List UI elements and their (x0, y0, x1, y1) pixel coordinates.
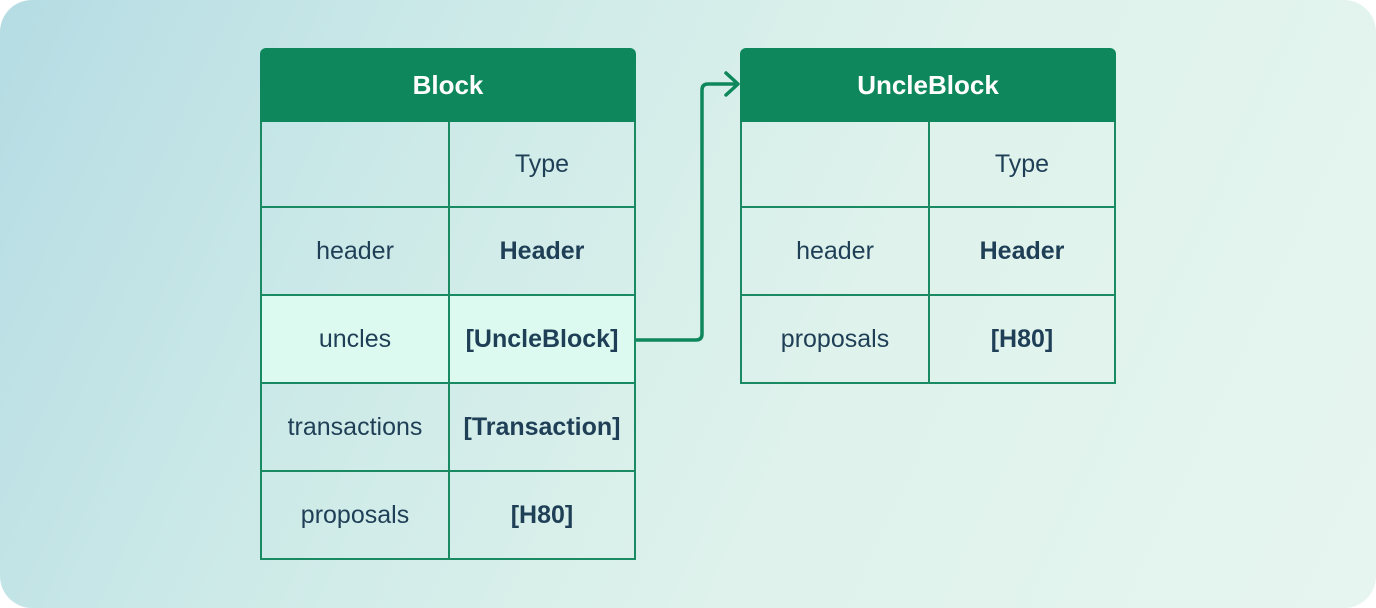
uncle-block-table-row-header: header Header (740, 208, 1116, 296)
block-table-title: Block (260, 48, 636, 122)
block-table-row-header: header Header (260, 208, 636, 296)
field-name: header (742, 208, 930, 294)
field-type: [H80] (450, 472, 636, 558)
uncle-block-table-title: UncleBlock (740, 48, 1116, 122)
uncle-block-table-type-header: Type (930, 122, 1116, 206)
field-type: [Transaction] (450, 384, 636, 470)
block-table-column-header-row: Type (260, 122, 636, 208)
block-table-type-header: Type (450, 122, 636, 206)
field-name: transactions (262, 384, 450, 470)
block-table-row-transactions: transactions [Transaction] (260, 384, 636, 472)
field-name: header (262, 208, 450, 294)
field-type: [UncleBlock] (450, 296, 636, 382)
block-table-row-uncles: uncles [UncleBlock] (260, 296, 636, 384)
uncle-block-table-column-header-row: Type (740, 122, 1116, 208)
block-table-row-proposals: proposals [H80] (260, 472, 636, 560)
field-type: [H80] (930, 296, 1116, 382)
uncle-block-table: UncleBlock Type header Header proposals … (740, 48, 1116, 384)
field-type: Header (450, 208, 636, 294)
arrowhead-icon (724, 71, 740, 97)
block-table: Block Type header Header uncles [UncleBl… (260, 48, 636, 560)
uncle-block-table-empty-header-cell (742, 122, 930, 206)
connector-line (636, 82, 736, 342)
field-name: proposals (262, 472, 450, 558)
uncle-block-table-row-proposals: proposals [H80] (740, 296, 1116, 384)
field-name: proposals (742, 296, 930, 382)
block-table-empty-header-cell (262, 122, 450, 206)
field-name: uncles (262, 296, 450, 382)
field-type: Header (930, 208, 1116, 294)
